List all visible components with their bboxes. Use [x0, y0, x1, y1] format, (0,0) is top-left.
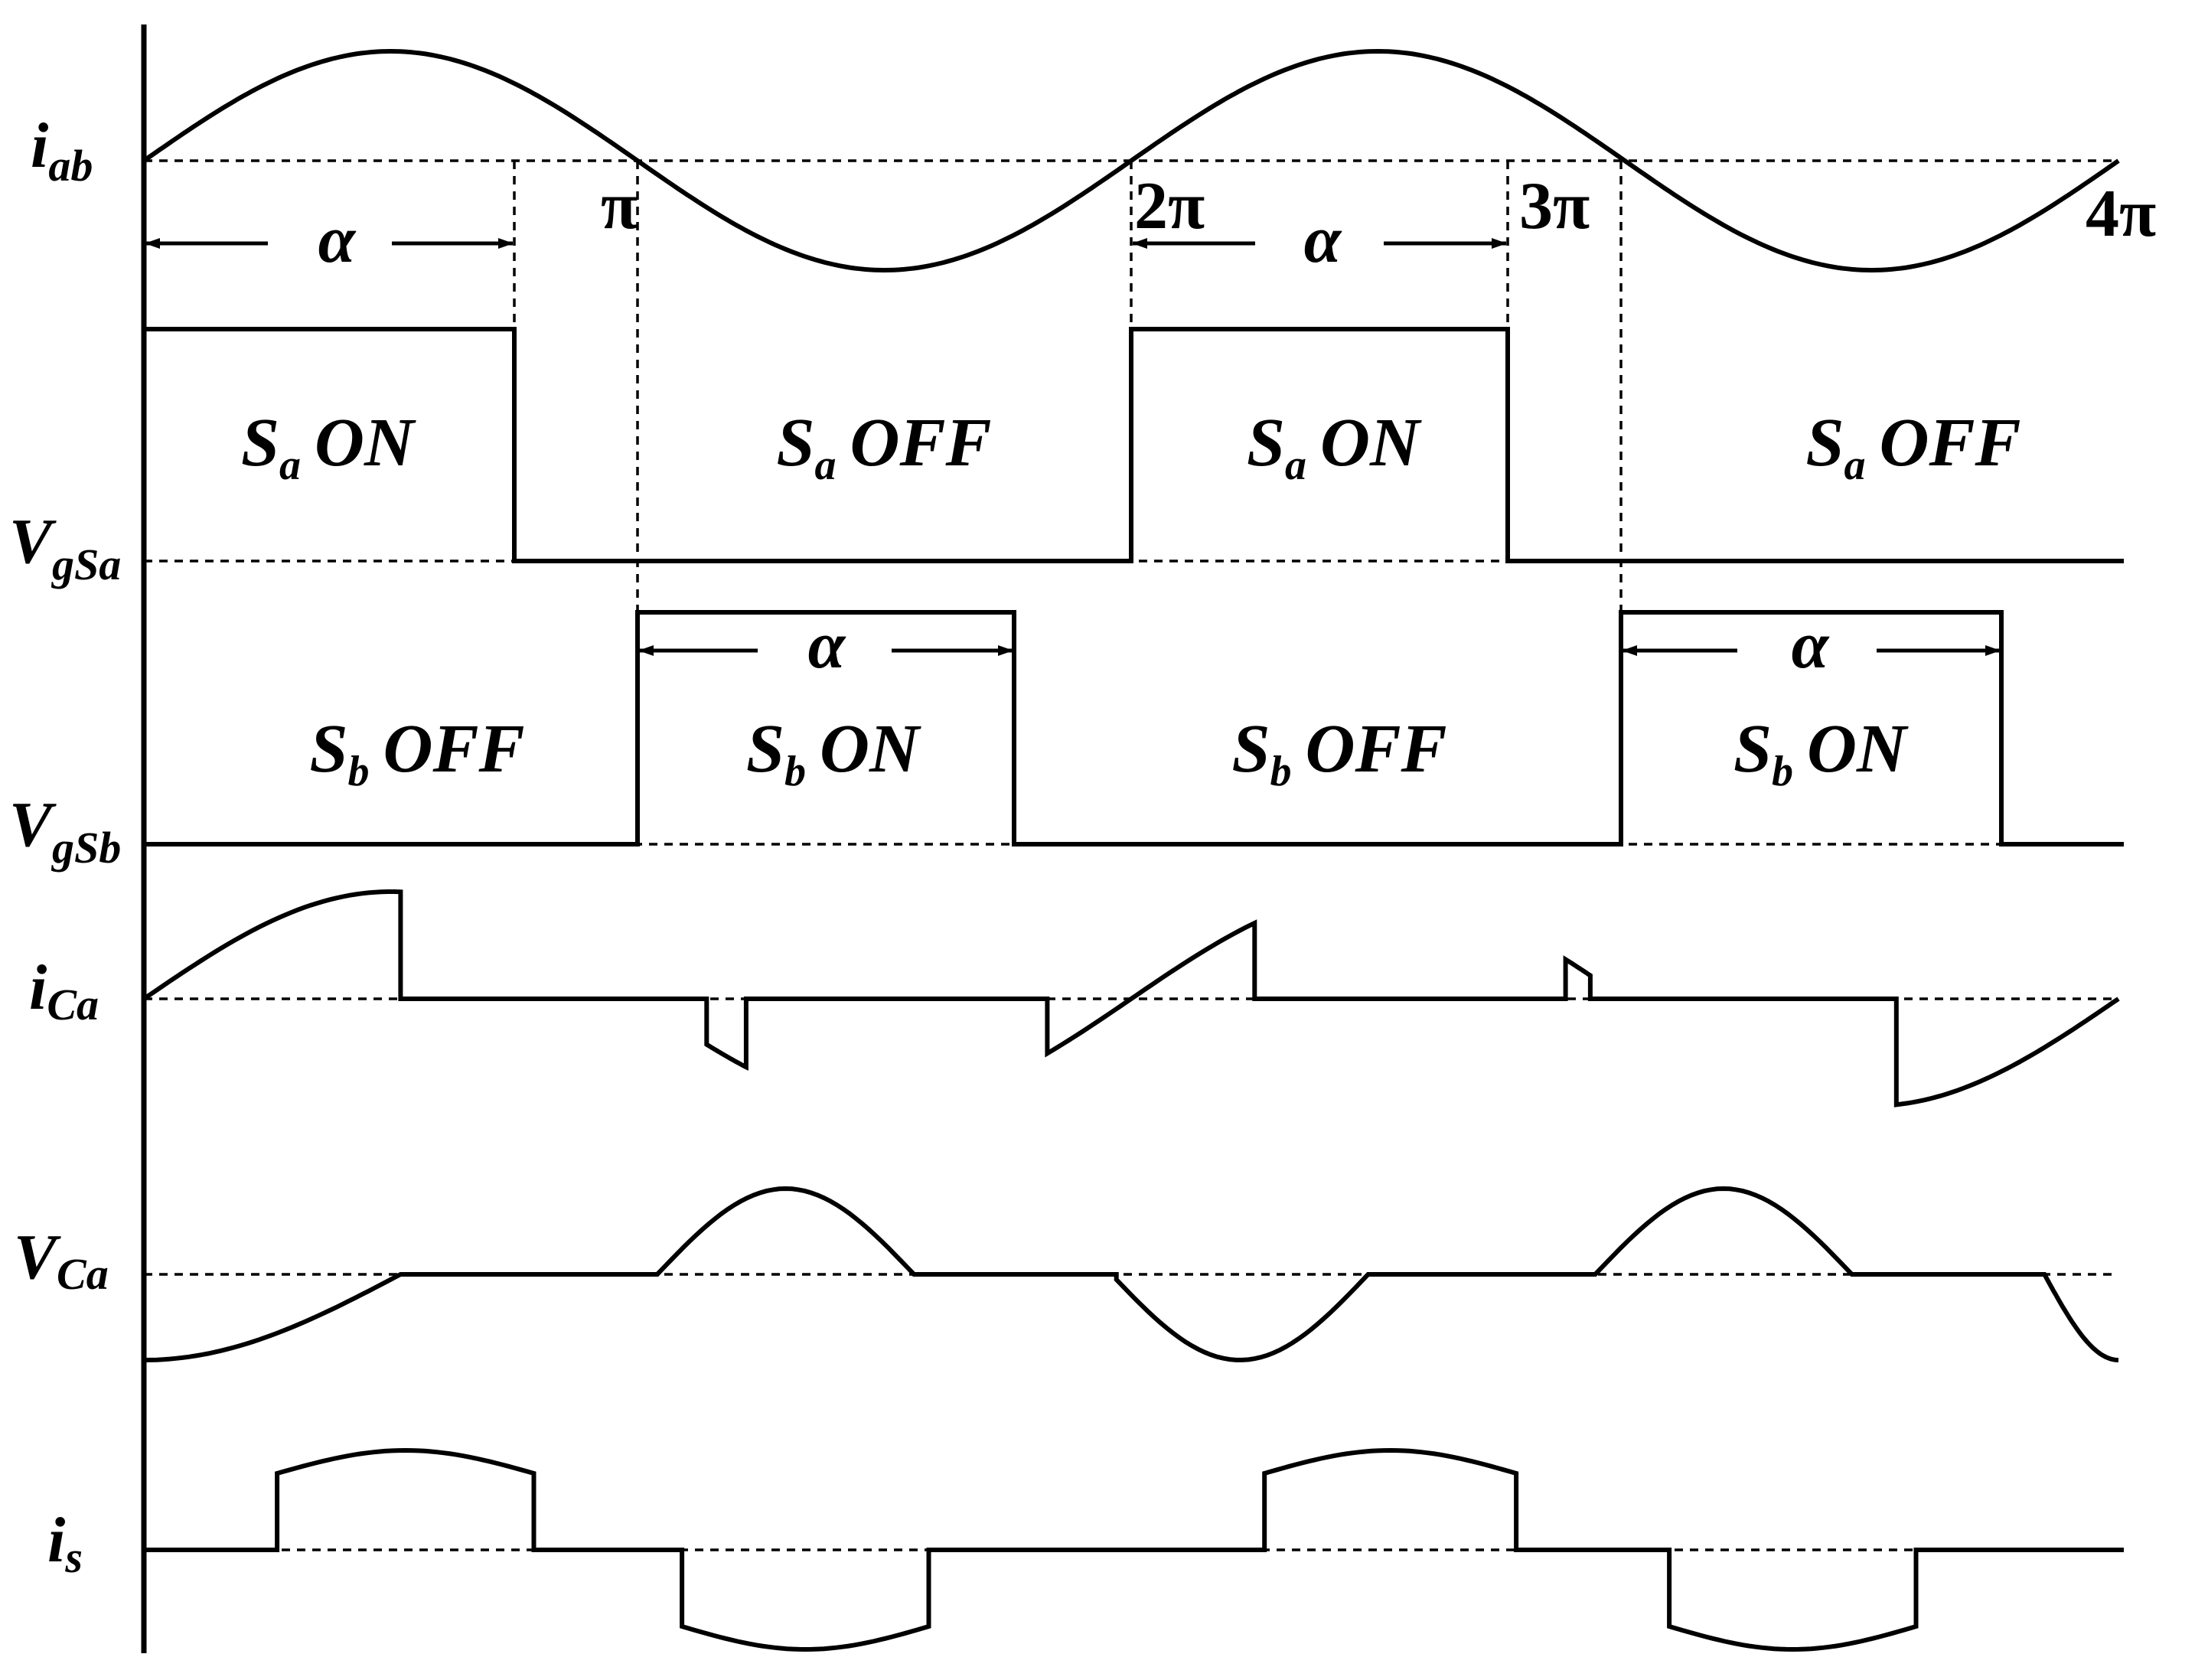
phase-mark-3pi: 3π: [1519, 169, 1590, 243]
signal-label-is: is: [47, 1505, 83, 1582]
iab-waveform: [142, 48, 2120, 273]
signal-label-ica: iCa: [29, 952, 99, 1029]
signal-label-vgsb: VgSb: [9, 789, 121, 873]
alpha-interval-3: α: [638, 608, 1013, 683]
phase-mark-4pi: 4π: [2086, 177, 2156, 251]
alpha-interval-1: α: [145, 203, 514, 277]
alpha-interval-2: α: [1132, 203, 1507, 277]
alpha-label-1: α: [318, 203, 357, 277]
vgsa-waveform: [144, 327, 2124, 563]
alpha-label-2: α: [1304, 203, 1342, 277]
vca-waveform: [143, 1186, 2119, 1362]
phase-mark-pi: π: [601, 169, 638, 243]
alpha-interval-4: α: [1622, 608, 2001, 683]
signal-label-iab: iab: [31, 110, 93, 191]
timing-guides: [513, 161, 1623, 612]
vgsb-waveform: [144, 610, 2124, 847]
ica-waveform: [142, 889, 2120, 1107]
alpha-label-4: α: [1792, 608, 1830, 683]
phase-mark-2pi: 2π: [1134, 169, 1205, 243]
signal-label-vgsa: VgSa: [9, 506, 121, 589]
is-waveform: [144, 1447, 2124, 1652]
alpha-label-3: α: [808, 608, 846, 683]
signal-label-vca: VCa: [14, 1222, 109, 1299]
